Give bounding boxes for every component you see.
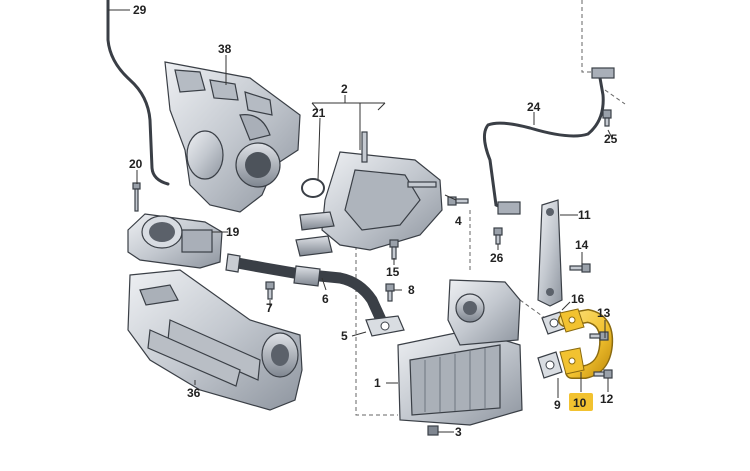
callout-8: 8 — [408, 283, 415, 297]
callout-26: 26 — [490, 251, 504, 265]
part-7-bolt — [265, 281, 275, 300]
callout-15: 15 — [386, 265, 400, 279]
callout-10: 10 — [573, 396, 587, 410]
part-5-gasket — [365, 315, 405, 337]
callout-4: 4 — [455, 214, 462, 228]
leader-lines — [108, 9, 613, 433]
part-3-nut — [427, 425, 439, 436]
callout-5: 5 — [341, 329, 348, 343]
callout-1: 1 — [374, 376, 381, 390]
part-6-egr-pipe — [225, 253, 388, 328]
callout-19: 19 — [226, 225, 240, 239]
part-10-label-highlight — [569, 393, 593, 411]
callout-38: 38 — [218, 42, 232, 56]
callout-14: 14 — [575, 238, 589, 252]
part-38-turbocharger — [164, 61, 301, 213]
callout-25: 25 — [604, 132, 618, 146]
callout-21: 21 — [312, 106, 326, 120]
part-36-intake-manifold — [127, 269, 303, 411]
callout-2: 2 — [341, 82, 348, 96]
part-4-bolt — [447, 196, 469, 206]
part-15-bolt — [389, 239, 399, 260]
callout-6: 6 — [322, 292, 329, 306]
part-10-pipe-highlighted — [558, 308, 614, 379]
callout-20: 20 — [129, 157, 143, 171]
callout-12: 12 — [600, 392, 614, 406]
callout-36: 36 — [187, 386, 201, 400]
callout-9: 9 — [554, 398, 561, 412]
callout-24: 24 — [527, 100, 541, 114]
part-25-bolt — [602, 109, 612, 127]
callout-7: 7 — [266, 301, 273, 315]
callout-13: 13 — [597, 306, 611, 320]
part-8-bolt — [385, 283, 395, 302]
part-26-bolt — [493, 227, 503, 245]
part-14-bolt — [569, 263, 591, 273]
part-24-pipe — [483, 67, 615, 215]
callout-29: 29 — [133, 3, 147, 17]
part-9-gasket — [537, 351, 563, 379]
assembly-lines — [355, 0, 626, 416]
part-1-egr-cooler — [397, 329, 523, 426]
part-13-bolt — [589, 331, 609, 341]
part-2-coolant-housing — [295, 131, 443, 257]
callout-11: 11 — [578, 208, 591, 222]
part-19-throttle-body — [127, 213, 223, 269]
part-20-bolt — [132, 182, 141, 212]
callout-16: 16 — [571, 292, 585, 306]
callout-3: 3 — [455, 425, 462, 439]
egr-valve — [447, 279, 521, 346]
callout-labels: 29 38 2 21 24 25 20 4 11 19 14 26 15 7 6… — [129, 3, 618, 439]
part-21-o-ring — [301, 178, 325, 198]
part-11-bracket — [537, 199, 563, 307]
